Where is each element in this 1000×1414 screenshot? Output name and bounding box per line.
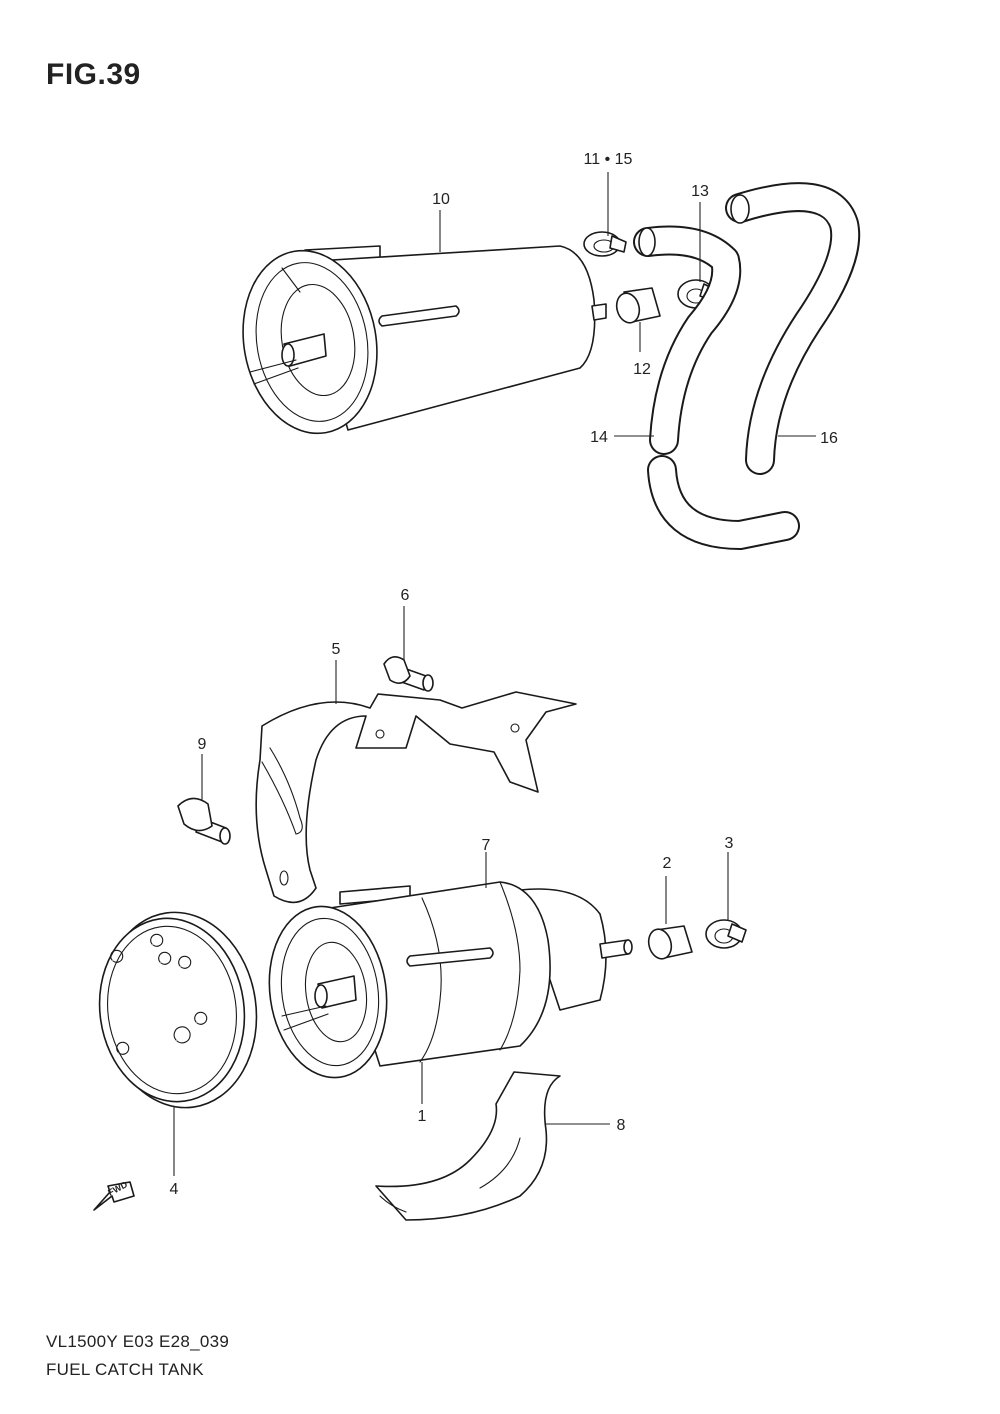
callout-labels: 10 11 • 15 13 12 14 16 6 5 9 7 2 3 1 8 4 (170, 151, 838, 1198)
figure-footer: VL1500Y E03 E28_039 FUEL CATCH TANK (46, 1328, 229, 1384)
section-name: FUEL CATCH TANK (46, 1360, 204, 1379)
s-shaped-hose (725, 182, 861, 475)
callout-4: 4 (170, 1181, 179, 1198)
short-hose-lower (647, 925, 693, 960)
leader-lines (173, 172, 816, 1176)
catch-tank-upper (242, 245, 607, 435)
hose-clamp-upper-left (583, 231, 627, 257)
strap-bracket (375, 1071, 561, 1221)
forward-arrow-icon: FWD (93, 1179, 135, 1211)
callout-10: 10 (432, 191, 450, 208)
figure-title: FIG.39 (46, 58, 141, 91)
callout-8: 8 (617, 1117, 626, 1134)
mounting-bracket (255, 691, 577, 904)
callout-5: 5 (332, 641, 341, 658)
callout-1: 1 (418, 1108, 427, 1125)
callout-7: 7 (482, 837, 491, 854)
callout-2: 2 (663, 855, 672, 872)
catch-tank-lower (268, 881, 633, 1079)
short-hose-spacer (615, 287, 661, 324)
callout-9: 9 (198, 736, 207, 753)
callout-12: 12 (633, 361, 651, 378)
callout-16: 16 (820, 430, 838, 447)
bracket-bolt (383, 656, 434, 692)
model-code: VL1500Y E03 E28_039 (46, 1332, 230, 1351)
hose-clamp-lower (705, 919, 747, 949)
callout-3: 3 (725, 835, 734, 852)
end-cap (98, 911, 258, 1109)
bent-hose (633, 225, 800, 550)
callout-14: 14 (590, 429, 608, 446)
callout-13: 13 (691, 183, 709, 200)
side-bolt (177, 797, 231, 845)
callout-11-15: 11 • 15 (584, 151, 633, 168)
callout-6: 6 (401, 587, 410, 604)
